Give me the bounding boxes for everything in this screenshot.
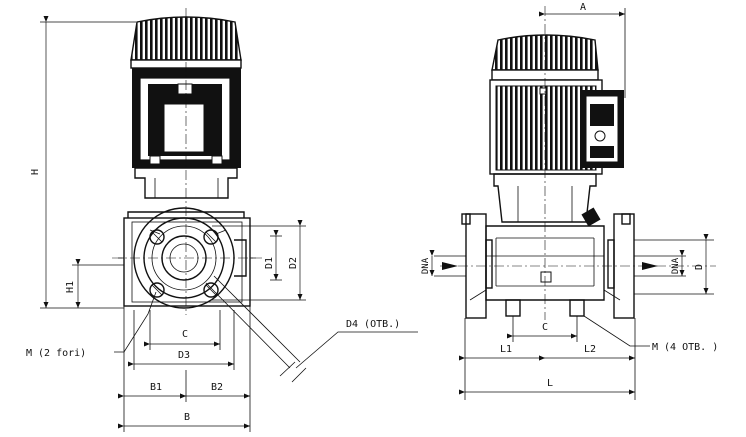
side-lantern — [493, 173, 601, 227]
dimension-C-side: C — [507, 316, 578, 342]
dimension-DNA-right: DNA — [671, 250, 685, 276]
dimension-D1-D2: D1 D2 — [212, 220, 306, 301]
dimension-D: D — [634, 234, 714, 295]
dimension-C-front: C — [144, 310, 221, 350]
side-view: A DNA DNA D C L1 L2 — [421, 2, 718, 400]
dimension-L1-L2: L1 L2 — [459, 318, 636, 400]
label-DNA-left: DNA — [421, 257, 431, 274]
front-view: H H1 C D3 B1 B2 — [26, 8, 418, 432]
side-motor-body — [489, 79, 624, 175]
label-L2: L2 — [584, 344, 596, 355]
label-D: D — [694, 264, 705, 270]
label-H: H — [30, 169, 41, 175]
label-C-front: C — [182, 329, 188, 340]
front-lantern — [134, 167, 238, 199]
dimension-DNA-left: DNA — [421, 250, 435, 276]
dimension-D3: D3 — [128, 310, 235, 370]
dimension-L: L — [459, 378, 635, 395]
label-A: A — [580, 2, 586, 13]
dimension-D4: D4 (OTB.) — [205, 275, 418, 383]
label-D3: D3 — [178, 350, 190, 361]
label-L: L — [547, 378, 553, 389]
dimension-H1: H1 — [65, 259, 124, 308]
dimension-B: B — [118, 412, 250, 429]
front-motor-fan — [130, 16, 242, 69]
front-motor-body — [132, 68, 241, 168]
label-M-right: M (4 OTB. ) — [652, 342, 718, 353]
label-D4: D4 (OTB.) — [346, 319, 400, 330]
label-M-left: M (2 fori) — [26, 348, 86, 359]
dimension-A: A — [539, 2, 626, 98]
leader-M-left: M (2 fori) — [26, 291, 157, 359]
label-D1: D1 — [264, 257, 275, 269]
label-DNA-right: DNA — [671, 257, 681, 274]
label-H1: H1 — [65, 281, 76, 293]
leader-M-right: M (4 OTB. ) — [583, 315, 718, 353]
label-C-side: C — [542, 322, 548, 333]
label-L1: L1 — [500, 344, 512, 355]
dimension-H: H — [30, 16, 136, 309]
label-B2: B2 — [211, 382, 223, 393]
side-flange-right — [607, 213, 686, 319]
side-pump-body — [469, 225, 621, 317]
label-B: B — [184, 412, 190, 423]
label-D2: D2 — [288, 257, 299, 269]
label-B1: B1 — [150, 382, 162, 393]
